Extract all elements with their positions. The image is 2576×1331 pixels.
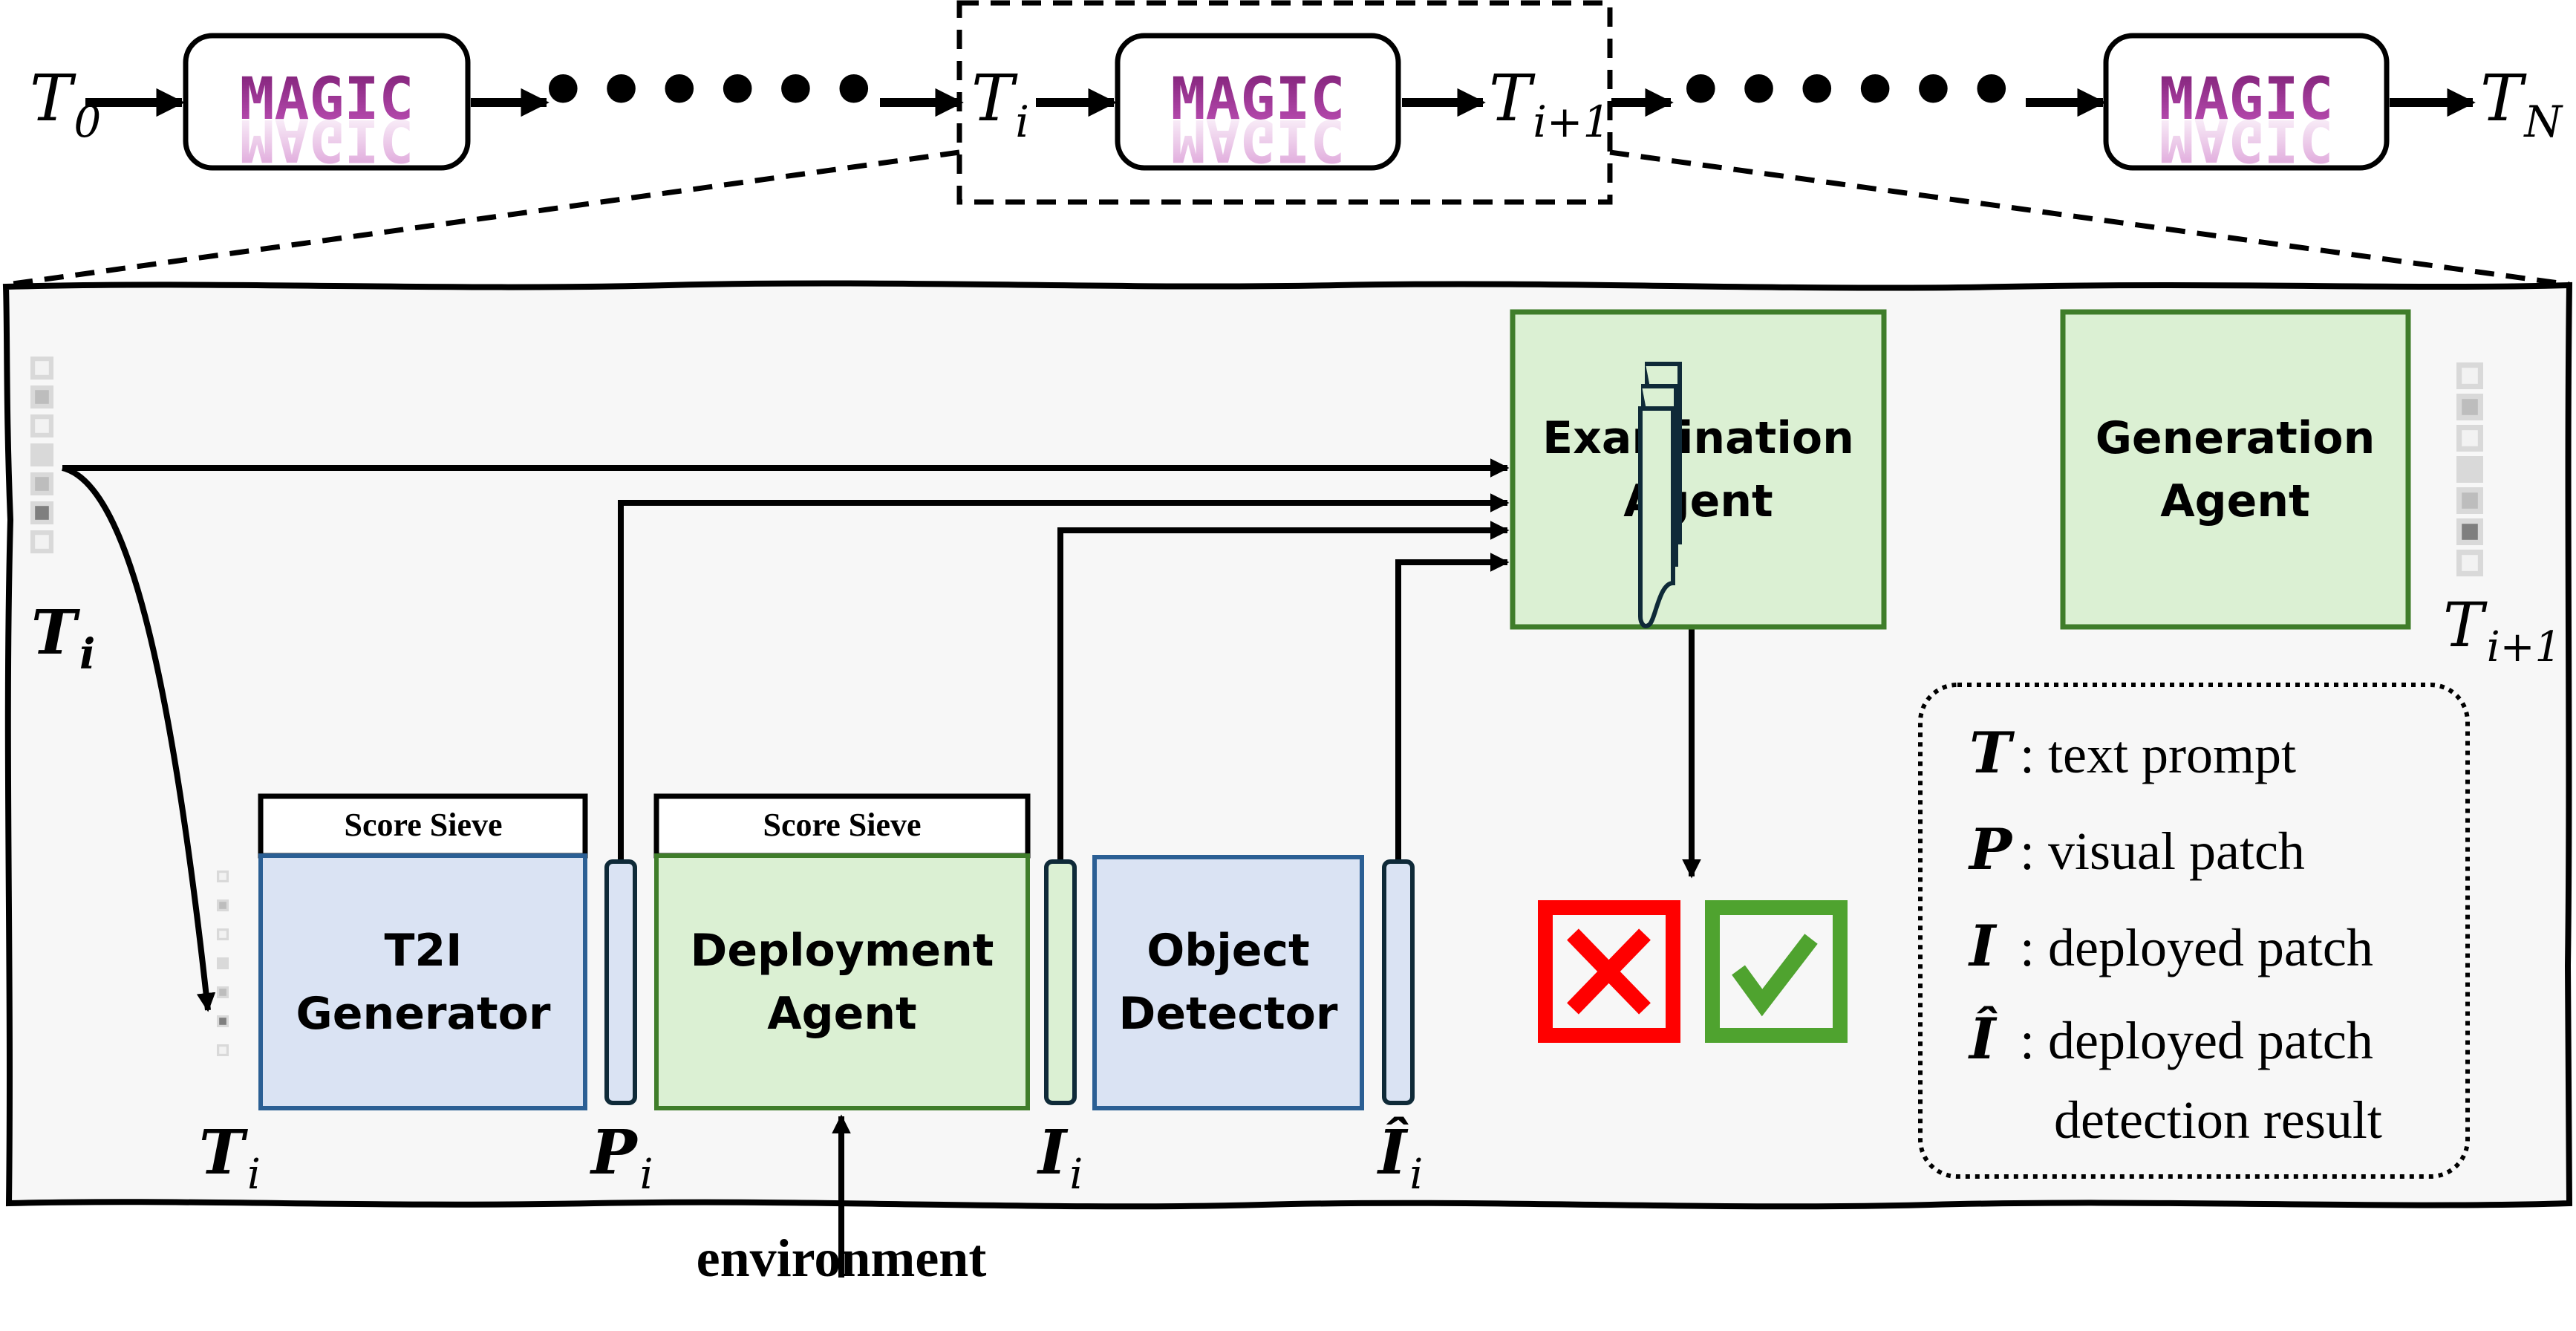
legend-item-ihat: Î : deployed patch detection result [1968, 1005, 2382, 1150]
arrow-ii-to-examination [1057, 521, 1510, 862]
arrow-ihat-to-examination [1395, 553, 1510, 862]
detail-panel-frame [2, 280, 2573, 1210]
stage-label-ti: Ti [971, 62, 1029, 147]
svg-text:detection result: detection result [2054, 1090, 2382, 1150]
accept-icon [1705, 900, 1848, 1043]
magic-label-reflection: MAGIC [2159, 106, 2334, 173]
magic-label: MAGIC [2159, 66, 2334, 133]
token-cell [2456, 456, 2483, 483]
token-cell-fill [219, 989, 226, 996]
token-cell [30, 443, 53, 466]
svg-text:Î: Î [1968, 1005, 1998, 1072]
legend-item-t: T : text prompt [1969, 720, 2296, 786]
patch-bar-ihat [1382, 859, 1415, 1105]
token-cell-fill [2462, 430, 2478, 446]
svg-text:Ti+1: Ti+1 [1489, 62, 1610, 147]
svg-text:P: P [1968, 816, 2013, 882]
object-detector[interactable]: Object Detector [1092, 855, 1364, 1110]
patch-bar-pi [604, 859, 637, 1105]
svg-text:Ti: Ti [971, 62, 1029, 147]
ellipsis-left: •••••• [537, 43, 886, 138]
legend-item-p: P : visual patch [1968, 816, 2305, 882]
token-cell-fill [219, 902, 226, 909]
zoom-projection-right [1609, 149, 2570, 287]
svg-text:I: I [1968, 913, 1998, 979]
generation-agent[interactable]: Generation Agent [2060, 309, 2411, 630]
svg-text:: text prompt: : text prompt [2020, 725, 2296, 784]
score-sieve-deployment [653, 793, 1031, 859]
svg-text:Generator: Generator [296, 988, 551, 1040]
label-pi-row: Pi [590, 1117, 653, 1199]
legend: T : text prompt P : visual patch I : dep… [1918, 683, 2470, 1179]
svg-text:Deployment: Deployment [691, 925, 994, 977]
svg-text:Detector: Detector [1119, 988, 1338, 1040]
magic-module-first: MAGIC MAGIC [183, 33, 471, 173]
svg-text:Agent: Agent [767, 988, 916, 1040]
token-cell-fill [219, 1047, 226, 1054]
magic-label-reflection: MAGIC [240, 106, 414, 173]
arrow-pi-to-examination [618, 493, 1510, 862]
svg-text:Generation: Generation [2096, 412, 2376, 464]
magic-label: MAGIC [1171, 66, 1346, 133]
t2i-generator[interactable]: Score Sieve T2I Generator [258, 793, 588, 1110]
score-sieve-label: Score Sieve [763, 807, 921, 843]
token-cell-fill [35, 390, 49, 404]
token-cell-fill [35, 419, 49, 433]
magic-label-reflection: MAGIC [1171, 106, 1346, 173]
svg-text:Agent: Agent [2160, 475, 2309, 527]
patch-bar-ii [1044, 859, 1077, 1105]
token-column-output [2456, 362, 2483, 576]
label-ti-row: Ti [199, 1117, 261, 1199]
token-column-input [30, 357, 53, 553]
documents-icon [1638, 362, 1682, 628]
reject-icon [1538, 900, 1680, 1043]
svg-text:TN: TN [2480, 62, 2563, 147]
legend-item-i: I : deployed patch [1968, 913, 2373, 979]
environment-label: environment [697, 1229, 987, 1288]
label-ti-plus-1-output: Ti+1 [2443, 590, 2561, 671]
svg-text:: deployed patch: : deployed patch [2020, 1011, 2373, 1070]
arrow-ti-to-t2i-tokens [62, 465, 216, 1012]
score-sieve-label: Score Sieve [344, 807, 502, 843]
svg-text:: deployed patch: : deployed patch [2020, 918, 2373, 977]
token-cell-fill [35, 361, 49, 375]
ellipsis-right: •••••• [1675, 43, 2024, 138]
token-cell-fill [2462, 399, 2478, 415]
svg-text:Examination: Examination [1542, 412, 1854, 464]
magic-module-middle: MAGIC MAGIC [1115, 33, 1401, 173]
svg-text:: visual patch: : visual patch [2020, 821, 2305, 881]
svg-text:T2I: T2I [385, 925, 463, 977]
token-cell-fill [2462, 524, 2478, 540]
token-cell-fill [35, 477, 49, 491]
token-cell-fill [219, 931, 226, 938]
magic-module-last: MAGIC MAGIC [2103, 33, 2390, 173]
token-cell [217, 957, 229, 969]
label-ti-input: Ti [31, 597, 95, 679]
token-cell-fill [2462, 368, 2478, 384]
score-sieve-t2i [258, 793, 588, 859]
label-ihat-row: Îi [1377, 1116, 1423, 1199]
detail-panel [2, 280, 2573, 1210]
svg-text:Object: Object [1147, 925, 1309, 977]
pipeline-row: T0 Ti Ti+1 TN MAGIC MAGIC MAGIC MAGIC MA… [7, 0, 2570, 287]
svg-text:T: T [1969, 720, 2015, 786]
token-cell-fill [2462, 555, 2478, 571]
token-cell-fill [35, 506, 49, 520]
zoom-projection-left [7, 149, 960, 287]
token-cell-fill [219, 873, 226, 880]
stage-label-tn: TN [2480, 62, 2563, 147]
magic-label: MAGIC [240, 66, 414, 133]
token-column-t2i-input [217, 870, 229, 1056]
deployment-agent[interactable]: Score Sieve Deployment Agent [653, 793, 1031, 1110]
token-cell-fill [219, 1018, 226, 1025]
stage-label-ti-plus-1: Ti+1 [1489, 62, 1610, 147]
token-cell-fill [2462, 492, 2478, 509]
label-ii-row: Ii [1037, 1117, 1083, 1199]
token-cell-fill [35, 535, 49, 549]
examination-agent[interactable]: Examination Agent [1510, 309, 1887, 630]
